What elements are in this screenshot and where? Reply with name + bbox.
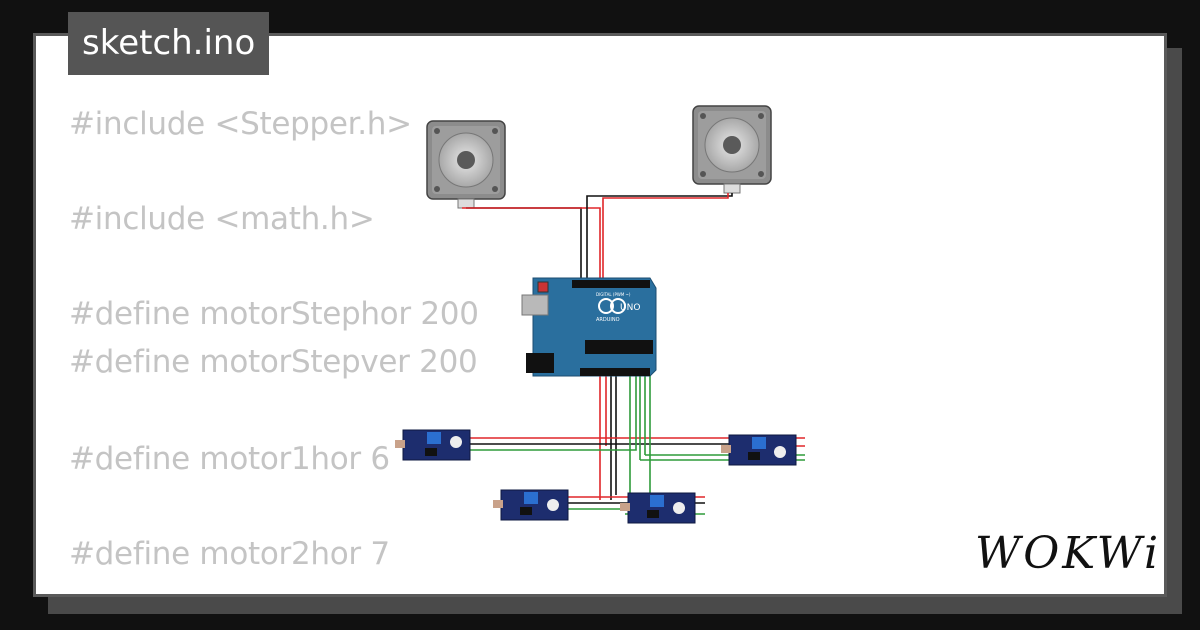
file-title-tab: sketch.ino bbox=[68, 12, 270, 75]
uno-label: UNO bbox=[620, 303, 640, 313]
code-line: #define motorStephor 200 bbox=[69, 296, 479, 332]
stepper-motor-icon[interactable] bbox=[426, 120, 506, 209]
code-line: #define motor1hor 6 bbox=[69, 441, 390, 477]
light-sensor-module[interactable] bbox=[493, 489, 569, 521]
stepper-motor-icon[interactable] bbox=[692, 105, 772, 194]
code-line: #include <math.h> bbox=[69, 201, 375, 237]
code-line: #define motorStepver 200 bbox=[69, 344, 478, 380]
wokwi-logo: WOKWi bbox=[975, 528, 1162, 579]
light-sensor-module[interactable] bbox=[620, 492, 696, 524]
digital-label: DIGITAL (PWM ~) bbox=[596, 292, 631, 297]
arduino-uno-board[interactable]: ARDUINO UNO DIGITAL (PWM ~) bbox=[521, 277, 657, 377]
code-line: #define motor2hor 7 bbox=[69, 536, 390, 572]
light-sensor-module[interactable] bbox=[395, 429, 471, 461]
code-line: #include <Stepper.h> bbox=[69, 106, 412, 142]
arduino-label: ARDUINO bbox=[596, 317, 620, 323]
light-sensor-module[interactable] bbox=[721, 434, 797, 466]
